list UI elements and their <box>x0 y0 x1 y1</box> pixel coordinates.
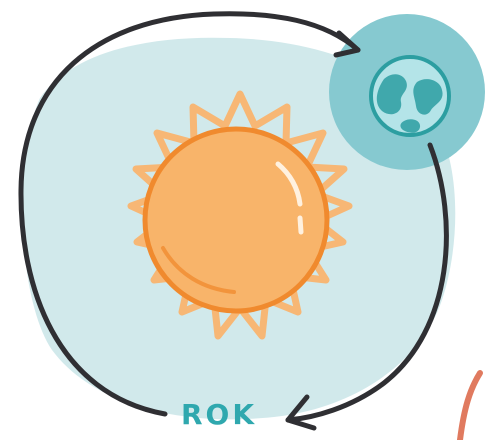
sun-icon <box>127 90 353 340</box>
sun-shine-highlight <box>275 161 303 207</box>
orbit-arrow-icon <box>18 11 449 431</box>
orbit-arc-top-left <box>18 11 361 417</box>
orbit-arc-right-bottom <box>285 142 449 423</box>
earth-continent-2 <box>413 79 443 115</box>
earth-continent-1 <box>376 74 407 115</box>
orbit-arrowhead-bottom <box>285 394 317 431</box>
sun-inner-shadow <box>161 246 236 294</box>
orbit-arrowhead-top <box>333 30 361 58</box>
orbit-caption: ROK <box>180 398 258 431</box>
sun-shine-dash <box>297 215 304 235</box>
earth-continent-3 <box>400 119 421 133</box>
earth-icon <box>329 14 485 170</box>
corner-accent <box>457 370 483 443</box>
sun-body <box>142 126 330 314</box>
